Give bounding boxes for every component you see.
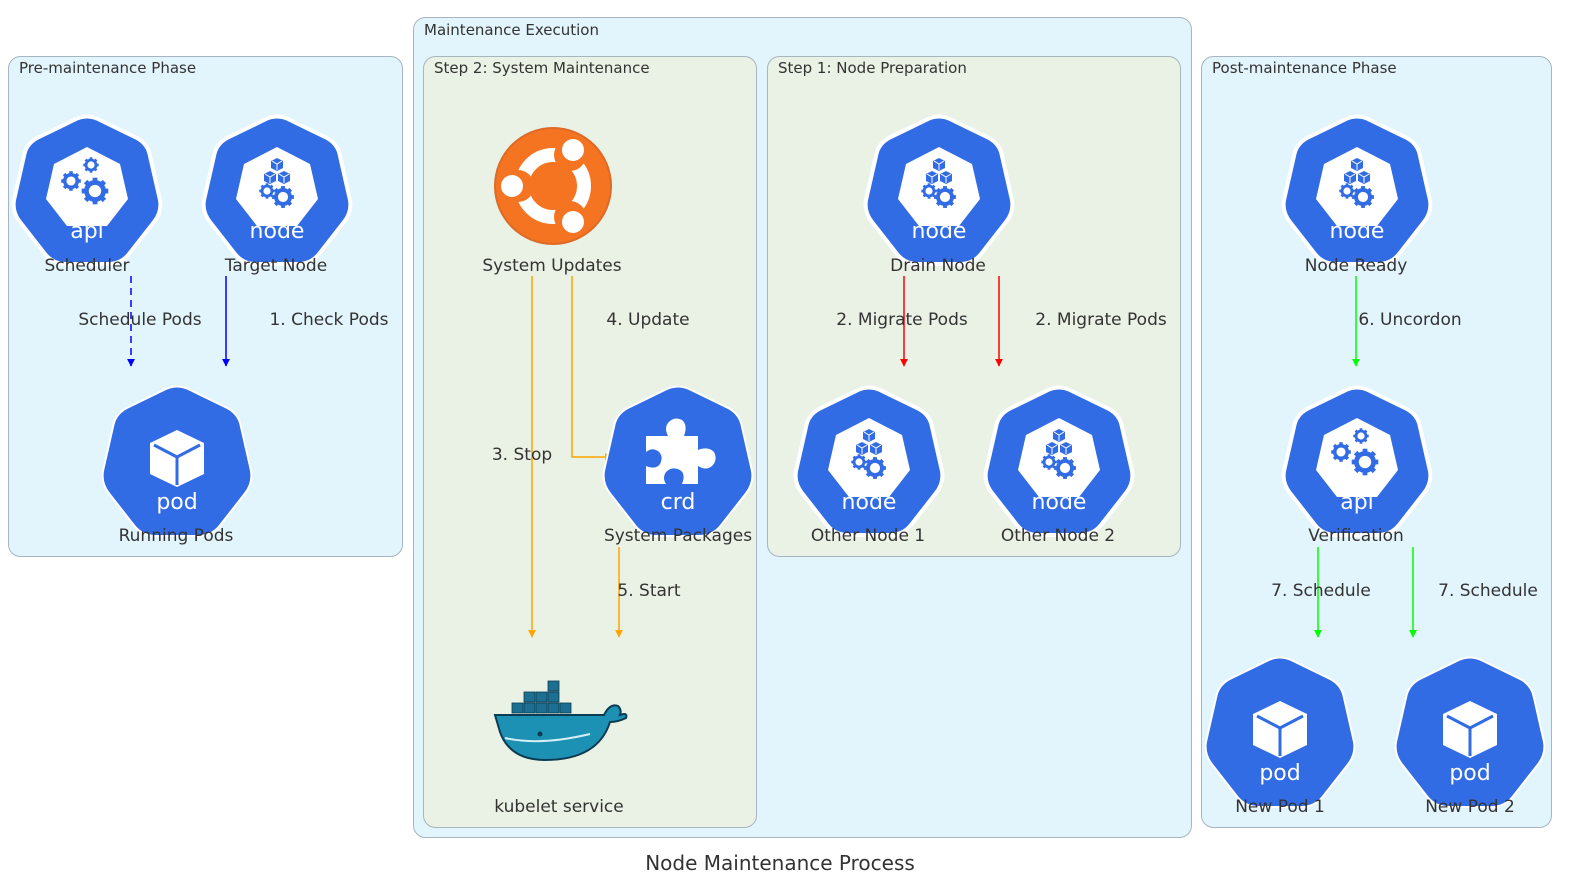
ubuntu-icon [494, 127, 612, 245]
kubernetes-pod-icon: pod [101, 385, 253, 537]
node-label-new-pod-2: New Pod 2 [1425, 797, 1515, 817]
edge-label-migrate-pods-1: 2. Migrate Pods [836, 310, 968, 330]
node-label-target-node: Target Node [224, 256, 327, 276]
node-label-running-pods: Running Pods [119, 526, 234, 546]
icon-badge-text: pod [156, 490, 197, 515]
node-label-other-node-1: Other Node 1 [811, 526, 925, 546]
cluster-title-maintenance-execution: Maintenance Execution [424, 21, 599, 39]
edge-label-stop: 3. Stop [492, 445, 552, 465]
docker-icon [493, 680, 628, 762]
icon-badge-text: node [1330, 219, 1385, 244]
kubernetes-node-icon: node [793, 385, 945, 537]
cluster-step2-system-maintenance: Step 2: System Maintenance [423, 56, 757, 828]
node-system-updates[interactable]: System Updates [482, 127, 622, 276]
icon-badge-text: node [250, 219, 305, 244]
node-label-new-pod-1: New Pod 1 [1235, 797, 1325, 817]
node-system-packages[interactable]: crd System Packages [602, 385, 754, 547]
icon-badge-text: node [912, 219, 967, 244]
edge-update [571, 276, 613, 461]
node-label-other-node-2: Other Node 2 [1001, 526, 1115, 546]
node-target-node[interactable]: node Target Node [201, 114, 353, 277]
kubernetes-node-icon: node [201, 114, 353, 266]
node-new-pod-1[interactable]: pod New Pod 1 [1204, 656, 1356, 818]
kubernetes-api-icon: api [1281, 385, 1433, 537]
node-label-kubelet-service: kubelet service [494, 797, 624, 817]
icon-badge-text: crd [661, 490, 696, 515]
icon-badge-text: node [842, 490, 897, 515]
diagram-title: Node Maintenance Process [645, 851, 915, 875]
cluster-title-post-maintenance: Post-maintenance Phase [1212, 59, 1397, 77]
kubernetes-pod-icon: pod [1204, 656, 1356, 808]
cluster-title-step1: Step 1: Node Preparation [778, 59, 967, 77]
node-drain-node[interactable]: node Drain Node [863, 114, 1015, 277]
node-label-drain-node: Drain Node [890, 256, 986, 276]
edge-label-check-pods: 1. Check Pods [269, 310, 388, 330]
node-label-system-packages: System Packages [604, 526, 752, 546]
edge-label-start: 5. Start [617, 581, 680, 601]
icon-badge-text: api [1340, 490, 1374, 515]
node-new-pod-2[interactable]: pod New Pod 2 [1394, 656, 1546, 818]
edge-label-update: 4. Update [606, 310, 689, 330]
icon-badge-text: pod [1259, 761, 1300, 786]
kubernetes-node-icon: node [983, 385, 1135, 537]
cluster-title-step2: Step 2: System Maintenance [434, 59, 650, 77]
node-scheduler[interactable]: api Scheduler [11, 114, 163, 277]
node-label-node-ready: Node Ready [1305, 256, 1408, 276]
node-running-pods[interactable]: pod Running Pods [101, 385, 253, 547]
kubernetes-api-icon: api [11, 114, 163, 266]
kubernetes-crd-icon: crd [602, 385, 754, 537]
icon-badge-text: node [1032, 490, 1087, 515]
edge-label-migrate-pods-2: 2. Migrate Pods [1035, 310, 1167, 330]
node-other-node-2[interactable]: node Other Node 2 [983, 385, 1135, 547]
node-label-verification: Verification [1308, 526, 1404, 546]
node-kubelet-service[interactable]: kubelet service [493, 680, 628, 817]
kubernetes-pod-icon: pod [1394, 656, 1546, 808]
edge-label-uncordon: 6. Uncordon [1358, 310, 1461, 330]
kubernetes-node-icon: node [863, 114, 1015, 266]
node-label-scheduler: Scheduler [44, 256, 129, 276]
cluster-title-pre-maintenance: Pre-maintenance Phase [19, 59, 196, 77]
kubernetes-node-icon: node [1281, 114, 1433, 266]
node-label-system-updates: System Updates [482, 256, 621, 276]
node-node-ready[interactable]: node Node Ready [1281, 114, 1433, 277]
icon-badge-text: api [70, 219, 104, 244]
node-verification[interactable]: api Verification [1281, 385, 1433, 547]
edge-label-schedule-pods: Schedule Pods [78, 310, 201, 330]
node-other-node-1[interactable]: node Other Node 1 [793, 385, 945, 547]
edge-label-schedule-1: 7. Schedule [1271, 581, 1371, 601]
icon-badge-text: pod [1449, 761, 1490, 786]
edge-label-schedule-2: 7. Schedule [1438, 581, 1538, 601]
